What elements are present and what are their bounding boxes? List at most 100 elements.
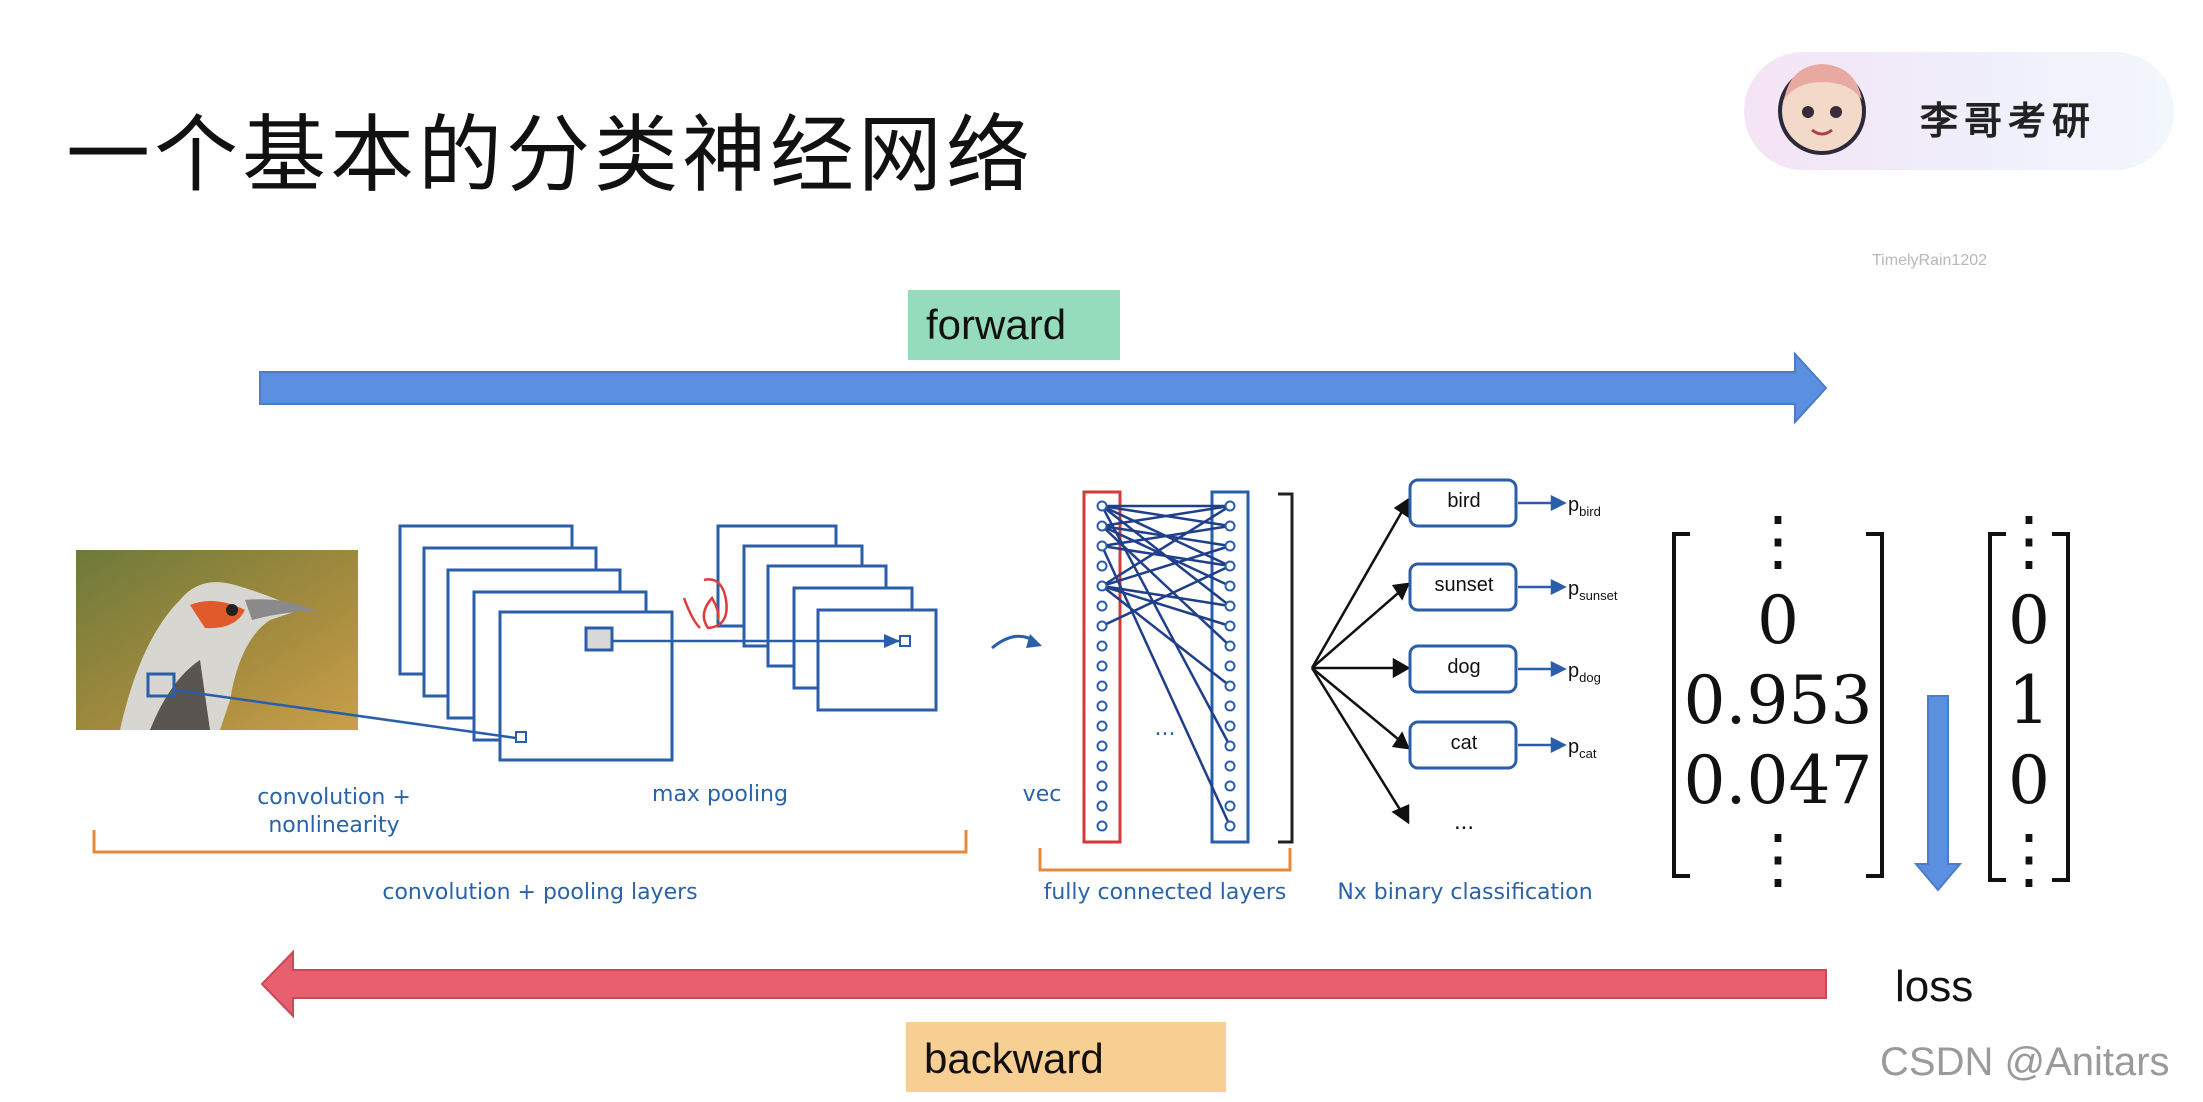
prob-dog: pdog xyxy=(1568,660,1601,685)
fc-node xyxy=(1224,600,1236,612)
fc-node xyxy=(1224,700,1236,712)
conv-feature-maps xyxy=(398,524,674,762)
fc-node xyxy=(1096,600,1108,612)
bird-image xyxy=(76,550,358,730)
fc-connection xyxy=(1101,564,1231,628)
fc-node xyxy=(1224,520,1236,532)
backward-arrow xyxy=(260,949,1827,1019)
target-entry-0: 0 xyxy=(2008,582,2050,659)
fc-node xyxy=(1224,560,1236,572)
fc-node xyxy=(1224,500,1236,512)
fc-node xyxy=(1096,680,1108,692)
fc-node xyxy=(1096,620,1108,632)
fc-node xyxy=(1096,820,1108,832)
prob-arrows xyxy=(1518,494,1567,754)
fc-node xyxy=(1096,660,1108,672)
fc-bracket xyxy=(1278,492,1294,844)
fc-node xyxy=(1096,700,1108,712)
csdn-credit: CSDN @Anitars xyxy=(1880,1040,2170,1084)
fc-connection xyxy=(1101,524,1231,548)
conv-pool-caption: convolution + pooling layers xyxy=(382,880,698,905)
slide-title: 一个基本的分类神经网络 xyxy=(66,106,1035,204)
fc-node xyxy=(1224,760,1236,772)
target-bracket-left xyxy=(1988,532,2006,882)
target-entry-2: 0 xyxy=(2008,742,2050,819)
fc-node xyxy=(1096,520,1108,532)
target-entry-1: 1 xyxy=(2008,662,2050,739)
pred-entry-1: 0.953 xyxy=(1683,662,1873,739)
class-label-bird: bird xyxy=(1447,490,1481,512)
fc-connection xyxy=(1100,505,1232,747)
forward-arrow xyxy=(259,351,1828,425)
prob-sunset: psunset xyxy=(1568,578,1618,603)
fc-connections xyxy=(1100,504,1232,827)
conv-kernel-box xyxy=(584,626,614,652)
fc-node xyxy=(1224,580,1236,592)
fc-node xyxy=(1224,800,1236,812)
vec-caption: vec xyxy=(1022,782,1062,807)
loss-label: loss xyxy=(1895,962,1974,1011)
fc-node xyxy=(1096,780,1108,792)
pred-bracket-right xyxy=(1866,532,1884,878)
pred-entry-dots-top: ⋮ xyxy=(1745,502,1811,579)
fc-node xyxy=(1096,500,1108,512)
fc-node xyxy=(1224,660,1236,672)
fc-node xyxy=(1096,640,1108,652)
vec-layer-box xyxy=(1082,490,1122,844)
conv-projection-line xyxy=(173,688,517,740)
fc-node xyxy=(1224,620,1236,632)
fc-connection xyxy=(1101,544,1231,588)
forward-label: forward xyxy=(908,290,1120,360)
pred-bracket-left xyxy=(1672,532,1690,878)
fc-brace xyxy=(1038,848,1292,872)
class-label-cat: cat xyxy=(1450,732,1478,754)
pred-entry-0: 0 xyxy=(1757,582,1799,659)
fc-connection xyxy=(1100,545,1232,827)
fc-ellipsis: ... xyxy=(1154,716,1176,741)
target-bracket-right xyxy=(2052,532,2070,882)
vec-arrowhead xyxy=(1026,634,1042,648)
binary-caption: Nx binary classification xyxy=(1337,880,1593,905)
compare-arrow xyxy=(1913,695,1963,892)
fc-node xyxy=(1096,760,1108,772)
fc-node xyxy=(1096,560,1108,572)
conv-caption: convolution + nonlinearity xyxy=(257,785,411,838)
badge-name: 李哥考研 xyxy=(1920,99,2097,143)
fc-layer-box xyxy=(1210,490,1250,844)
watermark: TimelyRain1202 xyxy=(1872,252,1988,269)
fc-nodes xyxy=(1096,500,1236,832)
fc-connection xyxy=(1101,504,1231,588)
fc-connection xyxy=(1101,544,1231,568)
target-entry-dots-top: ⋮ xyxy=(1996,502,2062,579)
handwritten-mark xyxy=(682,578,728,630)
fc-connection xyxy=(1101,504,1231,528)
prob-cat: pcat xyxy=(1568,736,1597,761)
conv-pool-brace xyxy=(92,830,968,854)
fc-node xyxy=(1224,640,1236,652)
pool-feature-maps xyxy=(716,524,938,712)
pool-caption: max pooling xyxy=(652,782,788,807)
fc-node xyxy=(1224,820,1236,832)
class-boxes xyxy=(1408,478,1518,770)
pred-entry-dots-bottom: ⋮ xyxy=(1745,820,1811,897)
fc-node xyxy=(1224,680,1236,692)
fc-node xyxy=(1096,800,1108,812)
fc-caption: fully connected layers xyxy=(1043,880,1287,905)
pred-entry-2: 0.047 xyxy=(1683,742,1873,819)
fc-node xyxy=(1096,740,1108,752)
fc-node xyxy=(1096,580,1108,592)
pool-arrowhead xyxy=(884,634,900,648)
fc-node xyxy=(1096,540,1108,552)
backward-label: backward xyxy=(906,1022,1226,1092)
class-more: ... xyxy=(1453,808,1474,835)
fc-connection xyxy=(1101,585,1231,687)
class-label-dog: dog xyxy=(1447,656,1481,678)
fc-node xyxy=(1224,540,1236,552)
fc-node xyxy=(1224,780,1236,792)
classification-arrows xyxy=(1310,497,1411,825)
fc-node xyxy=(1096,720,1108,732)
prob-bird: pbird xyxy=(1568,494,1601,519)
fc-node xyxy=(1224,720,1236,732)
target-entry-dots-bottom: ⋮ xyxy=(1996,820,2062,897)
